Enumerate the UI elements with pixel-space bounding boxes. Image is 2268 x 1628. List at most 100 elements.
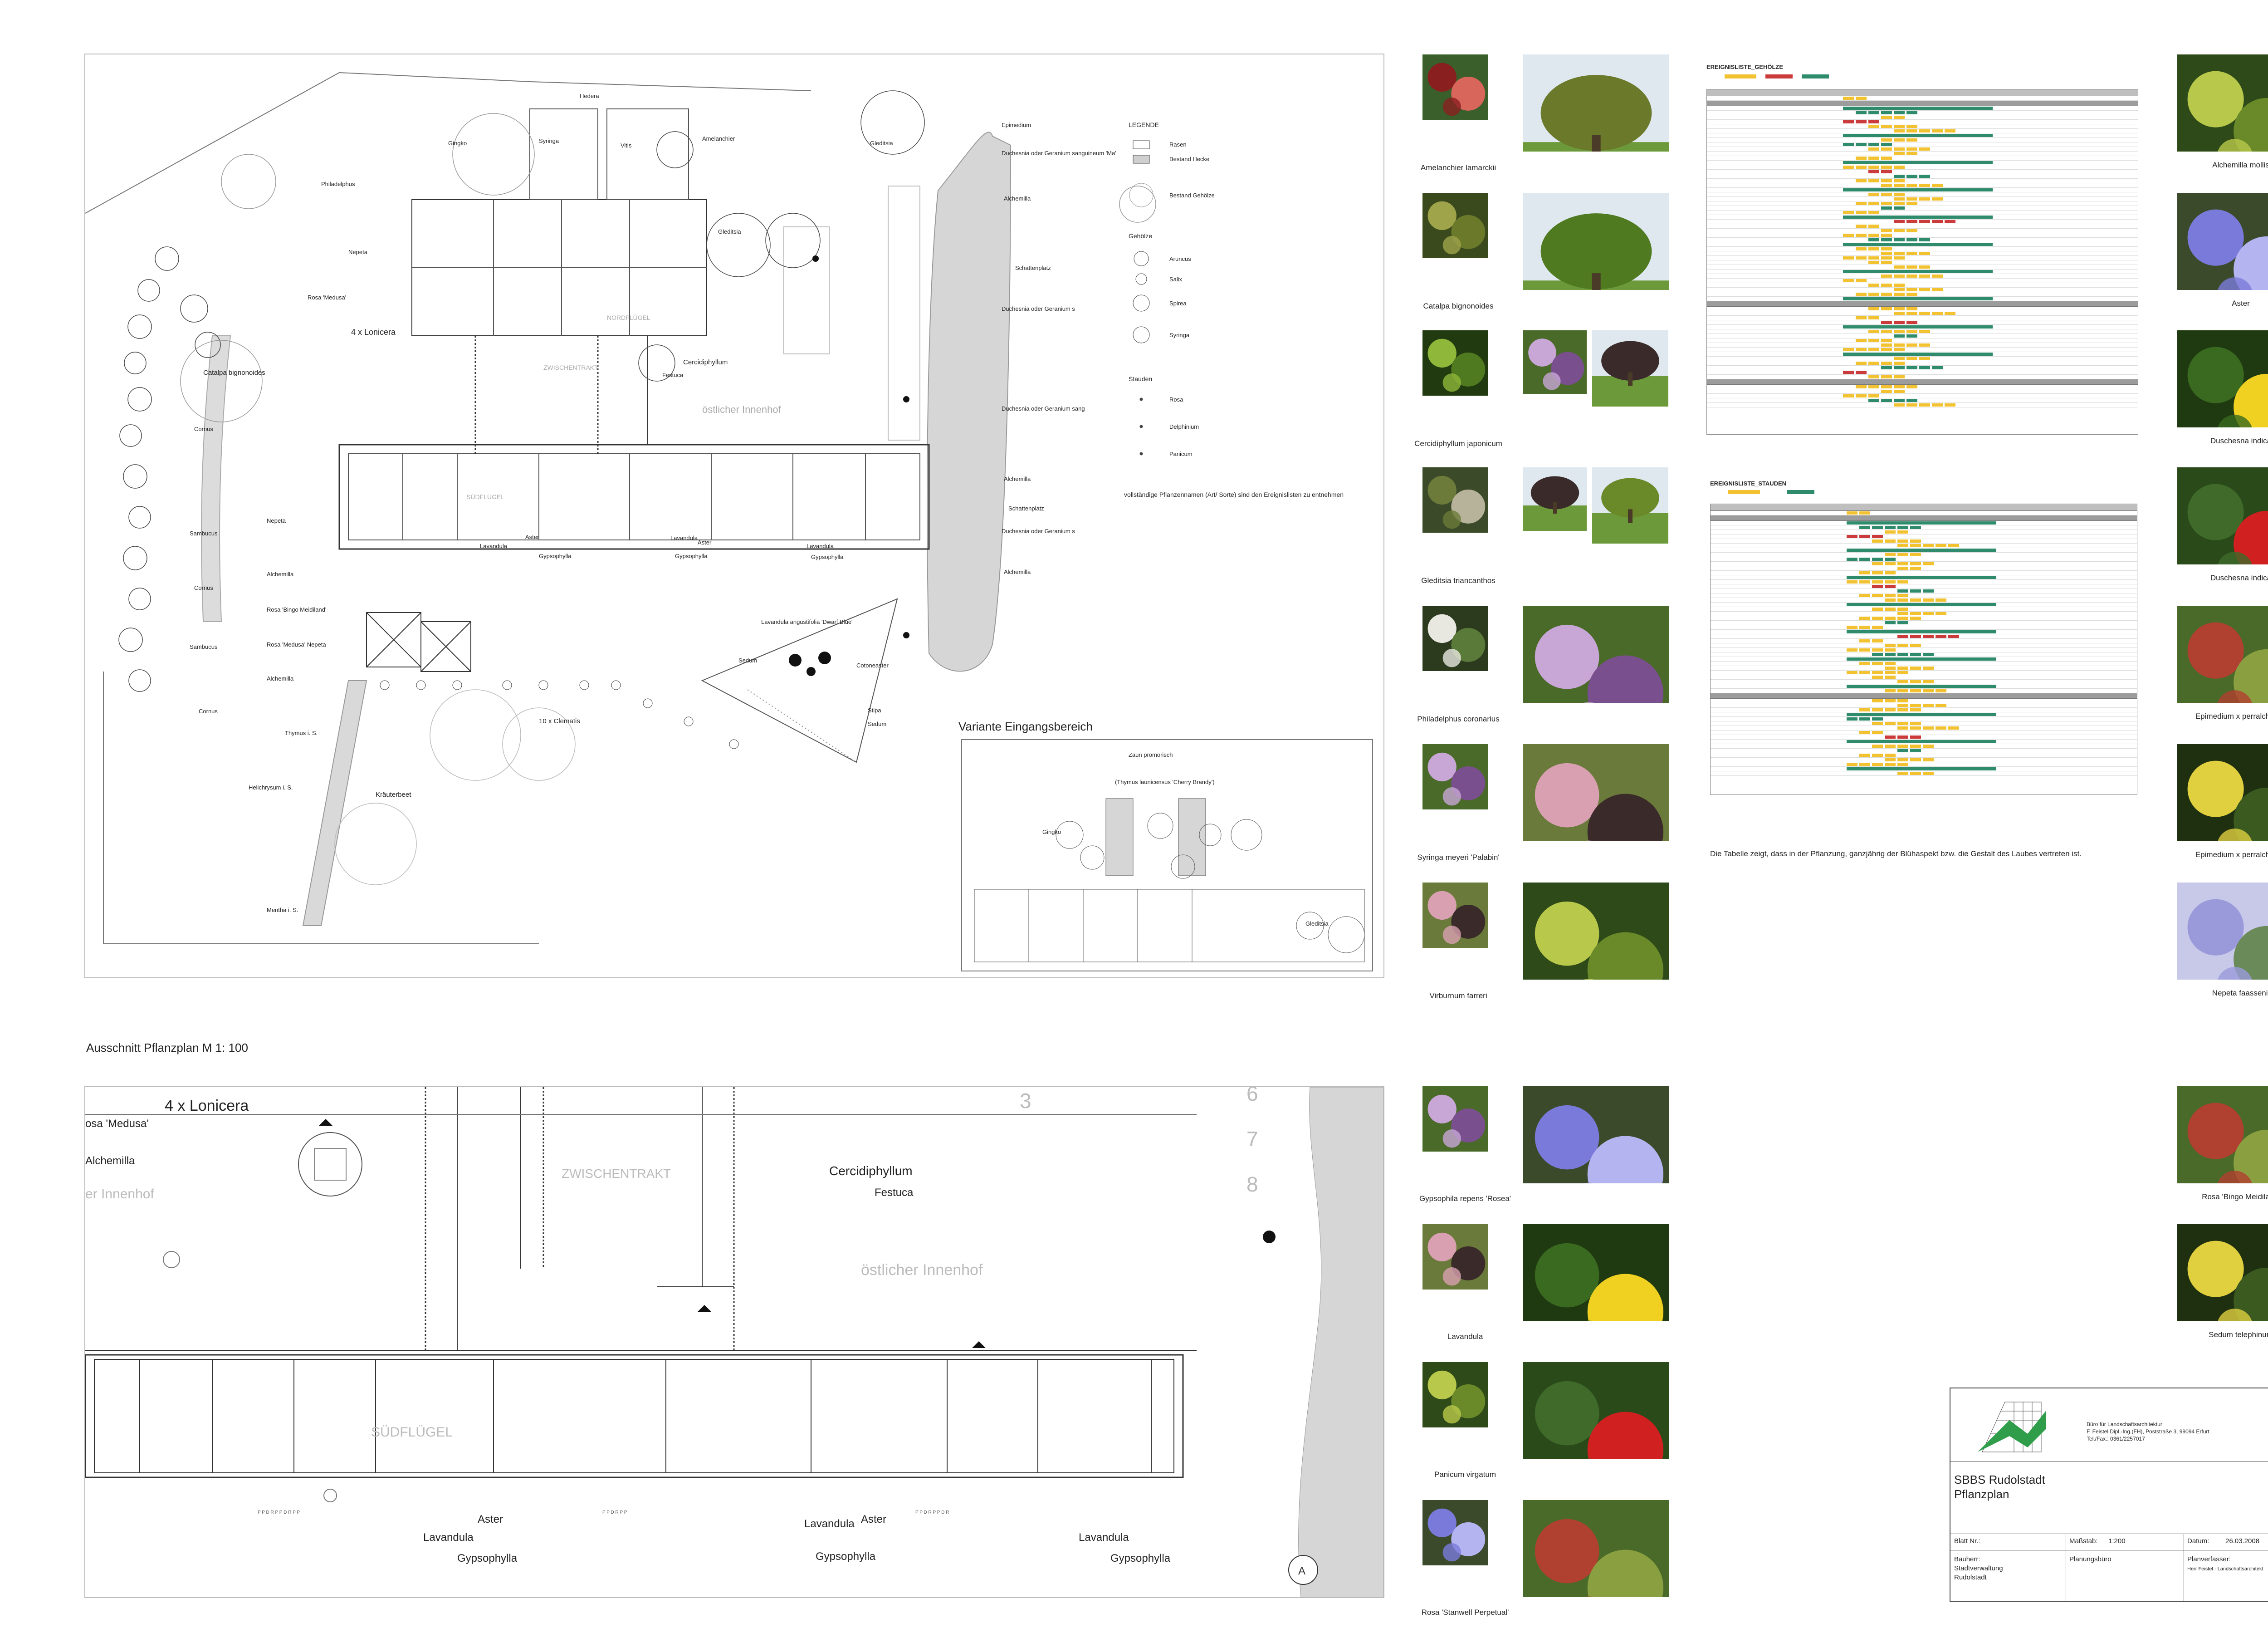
office-line-1: Büro für Landschaftsarchitektur — [2087, 1421, 2162, 1427]
detail-label-lonicera: 4 x Lonicera — [165, 1097, 249, 1114]
plant-caption: Epimedium x perralchicum — [2195, 850, 2268, 859]
legend-gehoelze-bestand: Bestand Gehölze — [1169, 192, 1215, 199]
plant-photo-habit — [1523, 467, 1587, 564]
label-alchemilla-5: Alchemilla — [267, 675, 294, 682]
plant-photo-closeup — [1422, 330, 1488, 427]
plant-caption: Syringa meyeri 'Palabin' — [1417, 853, 1500, 862]
office-line-2: F. Feistel Dipl.-Ing.(FH), Poststraße 3,… — [2087, 1428, 2209, 1435]
plant-photo-closeup — [1422, 744, 1488, 841]
label-schattenplatz-2: Schattenplatz — [1008, 505, 1044, 512]
label-cornus-2: Cornus — [194, 584, 213, 591]
site-plan-top: Hedera Gingko Philadelphus Syringa Amela… — [84, 54, 1384, 978]
detail-label-gypsophylla-2: Gypsophylla — [816, 1550, 876, 1563]
label-gleditsia: Gleditsia — [870, 140, 893, 147]
label-sambucus: Sambucus — [190, 530, 218, 537]
table-note: Die Tabelle zeigt, dass in der Pflanzung… — [1710, 849, 2082, 858]
table-gehoelze — [1706, 89, 2138, 435]
detail-label-aster: Aster — [478, 1513, 503, 1525]
label-epimedium: Epimedium — [1002, 122, 1031, 128]
office-logo — [1978, 1402, 2046, 1452]
title-block: Büro für Landschaftsarchitektur F. Feist… — [1950, 1388, 2268, 1602]
plant-photo-closeup — [1422, 54, 1488, 152]
label-stipa: Stipa — [868, 707, 881, 714]
label-alchemilla-2: Alchemilla — [1004, 476, 1031, 482]
detail-label-rosa-medusa: osa 'Medusa' — [85, 1118, 149, 1130]
plant-caption: Aster — [2232, 299, 2250, 308]
detail-label-suedfluegel: SÜDFLÜGEL — [371, 1425, 453, 1440]
detail-label-num8: 8 — [1246, 1172, 1258, 1196]
plant-photo-closeup — [2177, 467, 2268, 564]
plant-photo-closeup — [1422, 883, 1488, 980]
label-aster-2: Aster — [698, 539, 712, 546]
label-duchesnia-c: Duchesnia oder Geranium sang — [1002, 405, 1085, 412]
label-catalpa: Catalpa bignonoides — [203, 369, 265, 377]
plant-caption: Epimedium x perralchicum — [2195, 712, 2268, 721]
label-duchesnia-d: Duchesnia oder Geranium s — [1002, 528, 1075, 534]
detail-label-aster-2: Aster — [861, 1513, 886, 1525]
plant-photo-closeup — [2177, 1224, 2268, 1321]
plant-photo-closeup — [2177, 54, 2268, 152]
plant-photo-habit — [1592, 467, 1668, 564]
label-cornus: Cornus — [194, 426, 213, 432]
detail-label-num3: 3 — [1020, 1089, 1031, 1113]
plant-photo-habit — [1523, 744, 1669, 841]
detail-label-gypsophylla: Gypsophylla — [457, 1552, 518, 1564]
detail-label-alchemilla: Alchemilla — [85, 1155, 135, 1167]
label-rosa-bingo: Rosa 'Bingo Meidiland' — [267, 606, 326, 613]
label-nepeta: Nepeta — [348, 249, 368, 255]
detail-label-num6: 6 — [1246, 1087, 1258, 1105]
label-lavandula-2: Lavandula — [670, 534, 698, 541]
label-sedum-2: Sedum — [868, 721, 886, 727]
detail-label-cercidiphyllum: Cercidiphyllum — [829, 1164, 913, 1178]
label-gingko: Gingko — [448, 140, 467, 147]
label-amelanchier: Amelanchier — [702, 135, 735, 142]
legend-title: LEGENDE — [1129, 121, 1159, 128]
label-nordfluegel: NORDFLÜGEL — [607, 314, 650, 321]
detail-label-festuca: Festuca — [875, 1187, 914, 1199]
plant-photo-closeup — [2177, 606, 2268, 703]
label-aster: Aster — [525, 534, 539, 540]
legend-spirea: Spirea — [1169, 300, 1187, 307]
planverfasser-label: Planverfasser: — [2187, 1555, 2231, 1563]
legend-panicum: Panicum — [1169, 451, 1193, 457]
plant-caption: Philadelphus coronarius — [1417, 715, 1500, 723]
plant-caption: Gleditsia triancanthos — [1421, 576, 1496, 585]
label-philadelphus: Philadelphus — [321, 181, 355, 187]
plant-photo-closeup — [1422, 1362, 1488, 1459]
blatt-label: Blatt Nr.: — [1954, 1537, 1980, 1545]
plant-photo-habit — [1523, 1224, 1669, 1321]
plant-photo-closeup — [1422, 1500, 1488, 1597]
label-gypsophylla: Gypsophylla — [539, 553, 572, 559]
plant-photo-closeup — [2177, 330, 2268, 427]
detail-label-innenhof-left: er Innenhof — [85, 1187, 154, 1201]
plant-caption: Rosa 'Stanwell Perpetual' — [1421, 1608, 1509, 1617]
label-festuca: Festuca — [662, 372, 684, 378]
plant-photo-closeup — [1422, 467, 1488, 564]
plant-caption: Amelanchier lamarckii — [1420, 163, 1496, 172]
label-gingko-2: Gingko — [1042, 829, 1061, 835]
legend-delphinium: Delphinium — [1169, 423, 1199, 430]
plant-photo-habit — [1592, 330, 1668, 427]
plant-photo-closeup — [1422, 193, 1488, 290]
detail-plan-title: Ausschnitt Pflanzplan M 1: 100 — [86, 1041, 248, 1054]
plant-photo-closeup — [1422, 606, 1488, 703]
plant-caption: Nepeta faassenii — [2212, 989, 2268, 997]
label-nepeta-2: Nepeta — [267, 517, 286, 524]
planverfasser-value: Herr Feistel · Landschaftsarchitekt — [2187, 1566, 2263, 1572]
label-gypsophylla-2: Gypsophylla — [675, 553, 708, 559]
detail-label-oestlicher-innenhof: östlicher Innenhof — [861, 1261, 983, 1279]
project-line-1: SBBS Rudolstadt — [1954, 1473, 2045, 1486]
label-lavandula-dwarf: Lavandula angustifolia 'Dwarf Blue' — [761, 618, 853, 625]
plant-photo-habit — [1523, 330, 1587, 427]
bauherr-value-2: Rudolstadt — [1954, 1574, 1987, 1581]
label-thymus: Thymus i. S. — [285, 730, 318, 736]
detail-label-lavandula-2: Lavandula — [804, 1518, 855, 1530]
label-thymus-cherry: (Thymus launicensus 'Cherry Brandy') — [1115, 779, 1215, 785]
legend-rasen: Rasen — [1169, 141, 1187, 148]
label-geranium-top: Duchesnia oder Geranium sanguineum 'Ma' — [1002, 150, 1116, 157]
table-stauden-title: EREIGNISLISTE_STAUDEN — [1710, 480, 1787, 487]
label-mentha: Mentha i. S. — [267, 907, 298, 913]
legend-rosa: Rosa — [1169, 396, 1183, 403]
plant-photo-habit — [1523, 54, 1669, 152]
bauherr-label: Bauherr: — [1954, 1555, 1980, 1563]
